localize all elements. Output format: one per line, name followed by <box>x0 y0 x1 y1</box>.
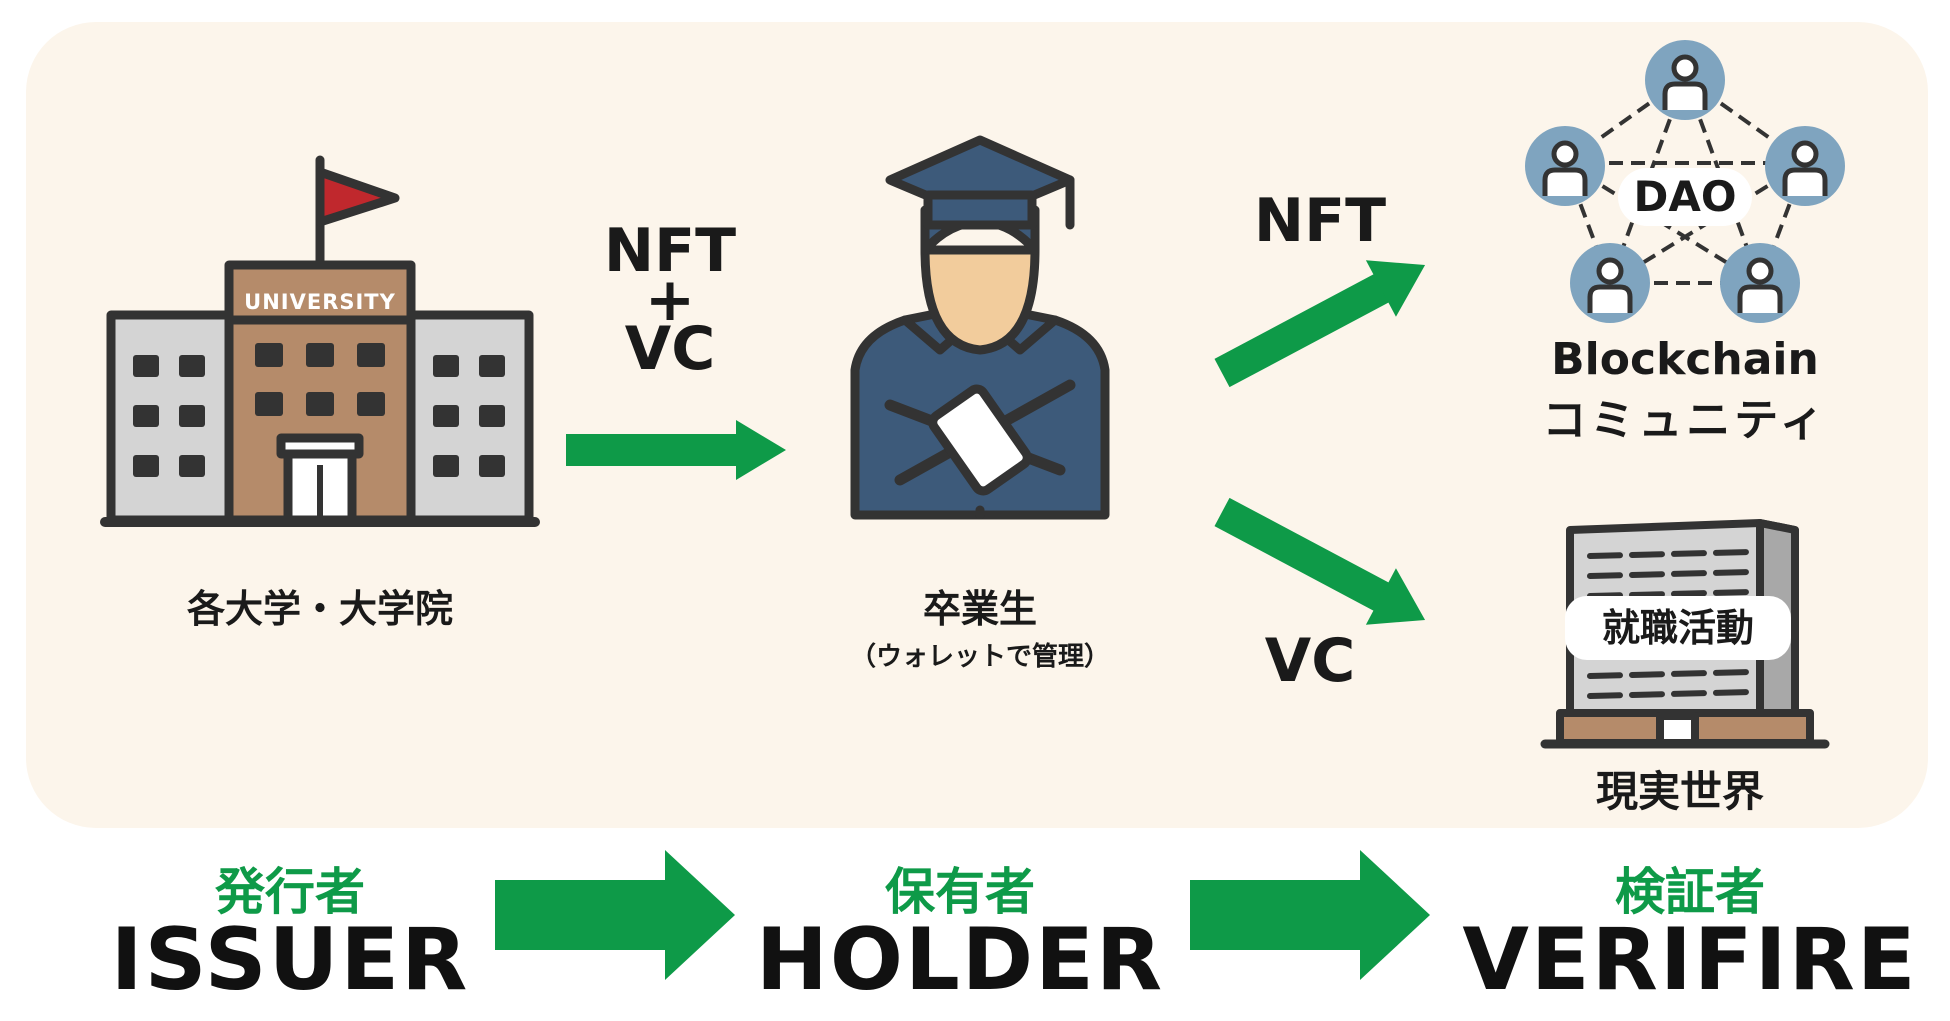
arrow-down-label: VC <box>1264 626 1356 696</box>
dao-network-icon <box>1525 40 1845 323</box>
arrow-label-vc: VC <box>624 314 716 384</box>
graduate-sub: （ウォレットで管理） <box>849 642 1110 672</box>
holder-jp: 保有者 <box>885 863 1035 921</box>
university-sign: UNIVERSITY <box>244 290 396 314</box>
university-caption: 各大学・大学院 <box>186 587 453 631</box>
graduate-icon <box>850 135 1110 520</box>
holder-en: HOLDER <box>755 910 1165 1010</box>
verifier-en: VERIFIRE <box>1462 910 1918 1010</box>
verifier-jp: 検証者 <box>1615 863 1765 921</box>
blockchain-label: Blockchain <box>1551 334 1819 385</box>
issuer-jp: 発行者 <box>215 863 365 921</box>
real-world-label: 現実世界 <box>1595 767 1764 816</box>
flow-arrow-2-icon <box>1190 850 1430 980</box>
arrow-right-icon <box>566 420 786 480</box>
arrow-nft-vc-label: NFT + VC <box>590 216 750 384</box>
arrow-label-nft: NFT <box>603 216 737 286</box>
arrow-down-right-icon <box>1214 497 1426 625</box>
dao-badge: DAO <box>1618 168 1752 226</box>
flow-arrow-1-icon <box>495 850 735 980</box>
job-hunting-badge: 就職活動 <box>1565 596 1791 660</box>
arrow-up-label: NFT <box>1253 186 1387 256</box>
community-label: コミュニティ <box>1542 395 1828 446</box>
issuer-en: ISSUER <box>110 910 470 1010</box>
arrow-up-right-icon <box>1214 260 1426 388</box>
university-building-icon <box>100 155 540 527</box>
graduate-caption: 卒業生 <box>922 587 1037 631</box>
